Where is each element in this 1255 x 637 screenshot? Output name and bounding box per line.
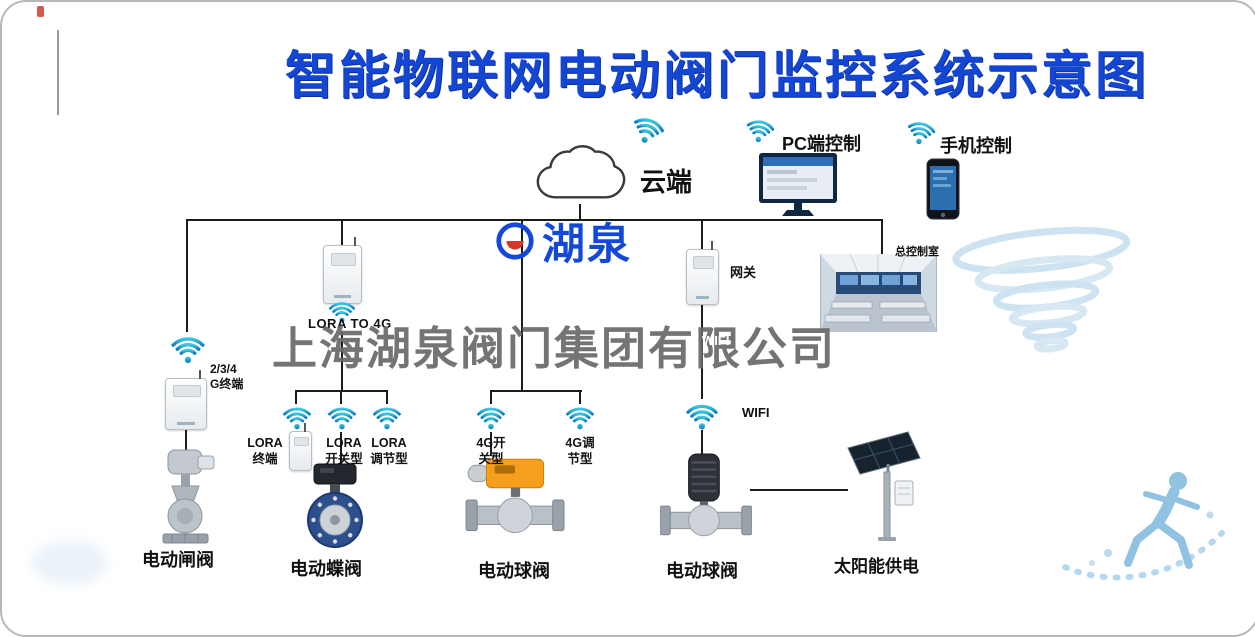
line-to-ball2: [701, 430, 703, 456]
lora-terminal-label-line2: 终端: [252, 451, 278, 466]
solar-panel-photo: [847, 431, 921, 541]
terminal-234g-label-line1: 2/3/4: [210, 362, 237, 376]
lora-drop-1: [295, 390, 297, 404]
ball-valve-2-label: 电动球阀: [666, 561, 738, 581]
control-room-label: 总控制室: [895, 246, 939, 258]
decorative-vortex: [952, 226, 1131, 353]
lora-adjust-label: LORA 调节型: [366, 436, 412, 467]
drop-line-terminal: [186, 219, 188, 332]
wifi-mid-label: WIFI: [702, 333, 730, 348]
wifi-icon-cloud: [626, 109, 670, 150]
wifi-branch-label: WIFI: [742, 405, 770, 420]
cloud-label: 云端: [640, 167, 693, 197]
cloud-icon: [536, 145, 626, 199]
watermark-text: 上海湖泉阀门集团有限公司: [272, 323, 837, 374]
drop-line-controlroom: [881, 219, 883, 255]
gateway-device: [686, 241, 719, 305]
wifi-icon-4g-adjust: [564, 403, 596, 431]
solar-power-label: 太阳能供电: [834, 557, 919, 576]
drop-line-lora4g: [341, 219, 343, 247]
brand-logo: 湖泉: [494, 210, 632, 272]
g4-switch-label-line2: 关型: [478, 451, 504, 466]
gate-valve-photo: [162, 449, 215, 544]
monitor-icon: [759, 153, 837, 216]
wifi-icon-pc: [742, 113, 778, 146]
g4-adjust-label-line1: 4G调: [565, 436, 595, 450]
g4-switch-label: 4G开 关型: [470, 436, 512, 467]
antenna-icon: [354, 237, 356, 246]
smartphone-icon: [926, 158, 960, 220]
antenna-icon: [199, 370, 201, 379]
terminal-234g-label: 2/3/4 G终端: [210, 362, 243, 392]
gateway-label: 网关: [730, 265, 757, 280]
lora-drop-2: [340, 390, 342, 404]
lora-terminal-module: [289, 423, 312, 471]
device-led: [695, 296, 710, 300]
g4-switch-label-line1: 4G开: [476, 436, 506, 450]
ball-valve-1-photo: [465, 458, 565, 534]
lora-terminal-label-line1: LORA: [247, 436, 283, 450]
device-led: [177, 421, 195, 425]
g4-adjust-label-line2: 节型: [567, 451, 593, 466]
bus-line: [187, 219, 882, 221]
drop-line-gateway: [701, 219, 703, 249]
page-title: 智能物联网电动阀门监控系统示意图: [284, 47, 1149, 104]
gate-valve-label: 电动闸阀: [142, 550, 214, 570]
decorative-runner: [1062, 472, 1225, 581]
decorative-smudge: [32, 540, 107, 585]
lora-drop-3: [386, 390, 388, 404]
lora-adjust-label-line2: 调节型: [370, 451, 408, 466]
lora-to-4g-label: LORA TO 4G: [308, 316, 392, 331]
scan-artifact-red: [37, 6, 44, 17]
wifi-icon-phone: [902, 115, 939, 149]
device-display: [173, 385, 201, 397]
antenna-icon: [304, 423, 306, 432]
phone-control-label: 手机控制: [940, 136, 1012, 156]
terminal-234g-device: [165, 370, 207, 430]
butterfly-valve-photo: [307, 463, 363, 548]
lora-switch-label: LORA 开关型: [322, 436, 366, 467]
device-display: [692, 256, 715, 270]
lora-terminal-label: LORA 终端: [240, 436, 290, 467]
line-lora4g-down: [341, 332, 343, 390]
line-ball2-to-solar: [750, 489, 848, 491]
device-display: [293, 436, 310, 447]
line-terminal-to-gatevalve: [185, 428, 187, 454]
wifi-icon-wifi-branch: [684, 400, 720, 431]
lora-branch-bus: [296, 390, 388, 392]
lora-to-4g-device: [323, 237, 362, 304]
lora-adjust-label-line1: LORA: [371, 436, 407, 450]
wifi-icon-lora-adjust: [371, 403, 403, 431]
control-room-photo: [820, 254, 937, 332]
lora-switch-label-line1: LORA: [326, 436, 362, 450]
lora-switch-label-line2: 开关型: [325, 451, 363, 466]
g4-branch-bus: [491, 390, 582, 392]
wifi-icon-lora-terminal: [281, 403, 313, 431]
g4-adjust-label: 4G调 节型: [559, 436, 601, 467]
terminal-234g-label-line2: G终端: [210, 377, 244, 391]
g4-drop-2: [579, 390, 581, 404]
antenna-icon: [711, 241, 713, 250]
device-display: [330, 252, 357, 267]
cloud-drop-line: [579, 204, 581, 220]
scan-artifact-line: [57, 30, 59, 115]
line-gateway-down: [701, 303, 703, 399]
device-led: [334, 294, 351, 298]
brand-logo-text: 湖泉: [542, 221, 632, 269]
line-to-butterfly: [340, 432, 342, 466]
line-to-ball1: [490, 432, 492, 456]
wifi-icon-lora-switch: [326, 403, 358, 431]
brand-logo-icon: [496, 222, 534, 260]
drop-line-4g: [521, 219, 523, 390]
g4-drop-1: [490, 390, 492, 404]
wifi-icon-terminal: [169, 332, 207, 365]
pc-control-label: PC端控制: [782, 134, 862, 154]
ball-valve-2-photo: [660, 453, 752, 537]
ball-valve-1-label: 电动球阀: [478, 561, 550, 581]
wifi-icon-4g-switch: [475, 403, 507, 431]
butterfly-valve-label: 电动蝶阀: [290, 559, 362, 579]
